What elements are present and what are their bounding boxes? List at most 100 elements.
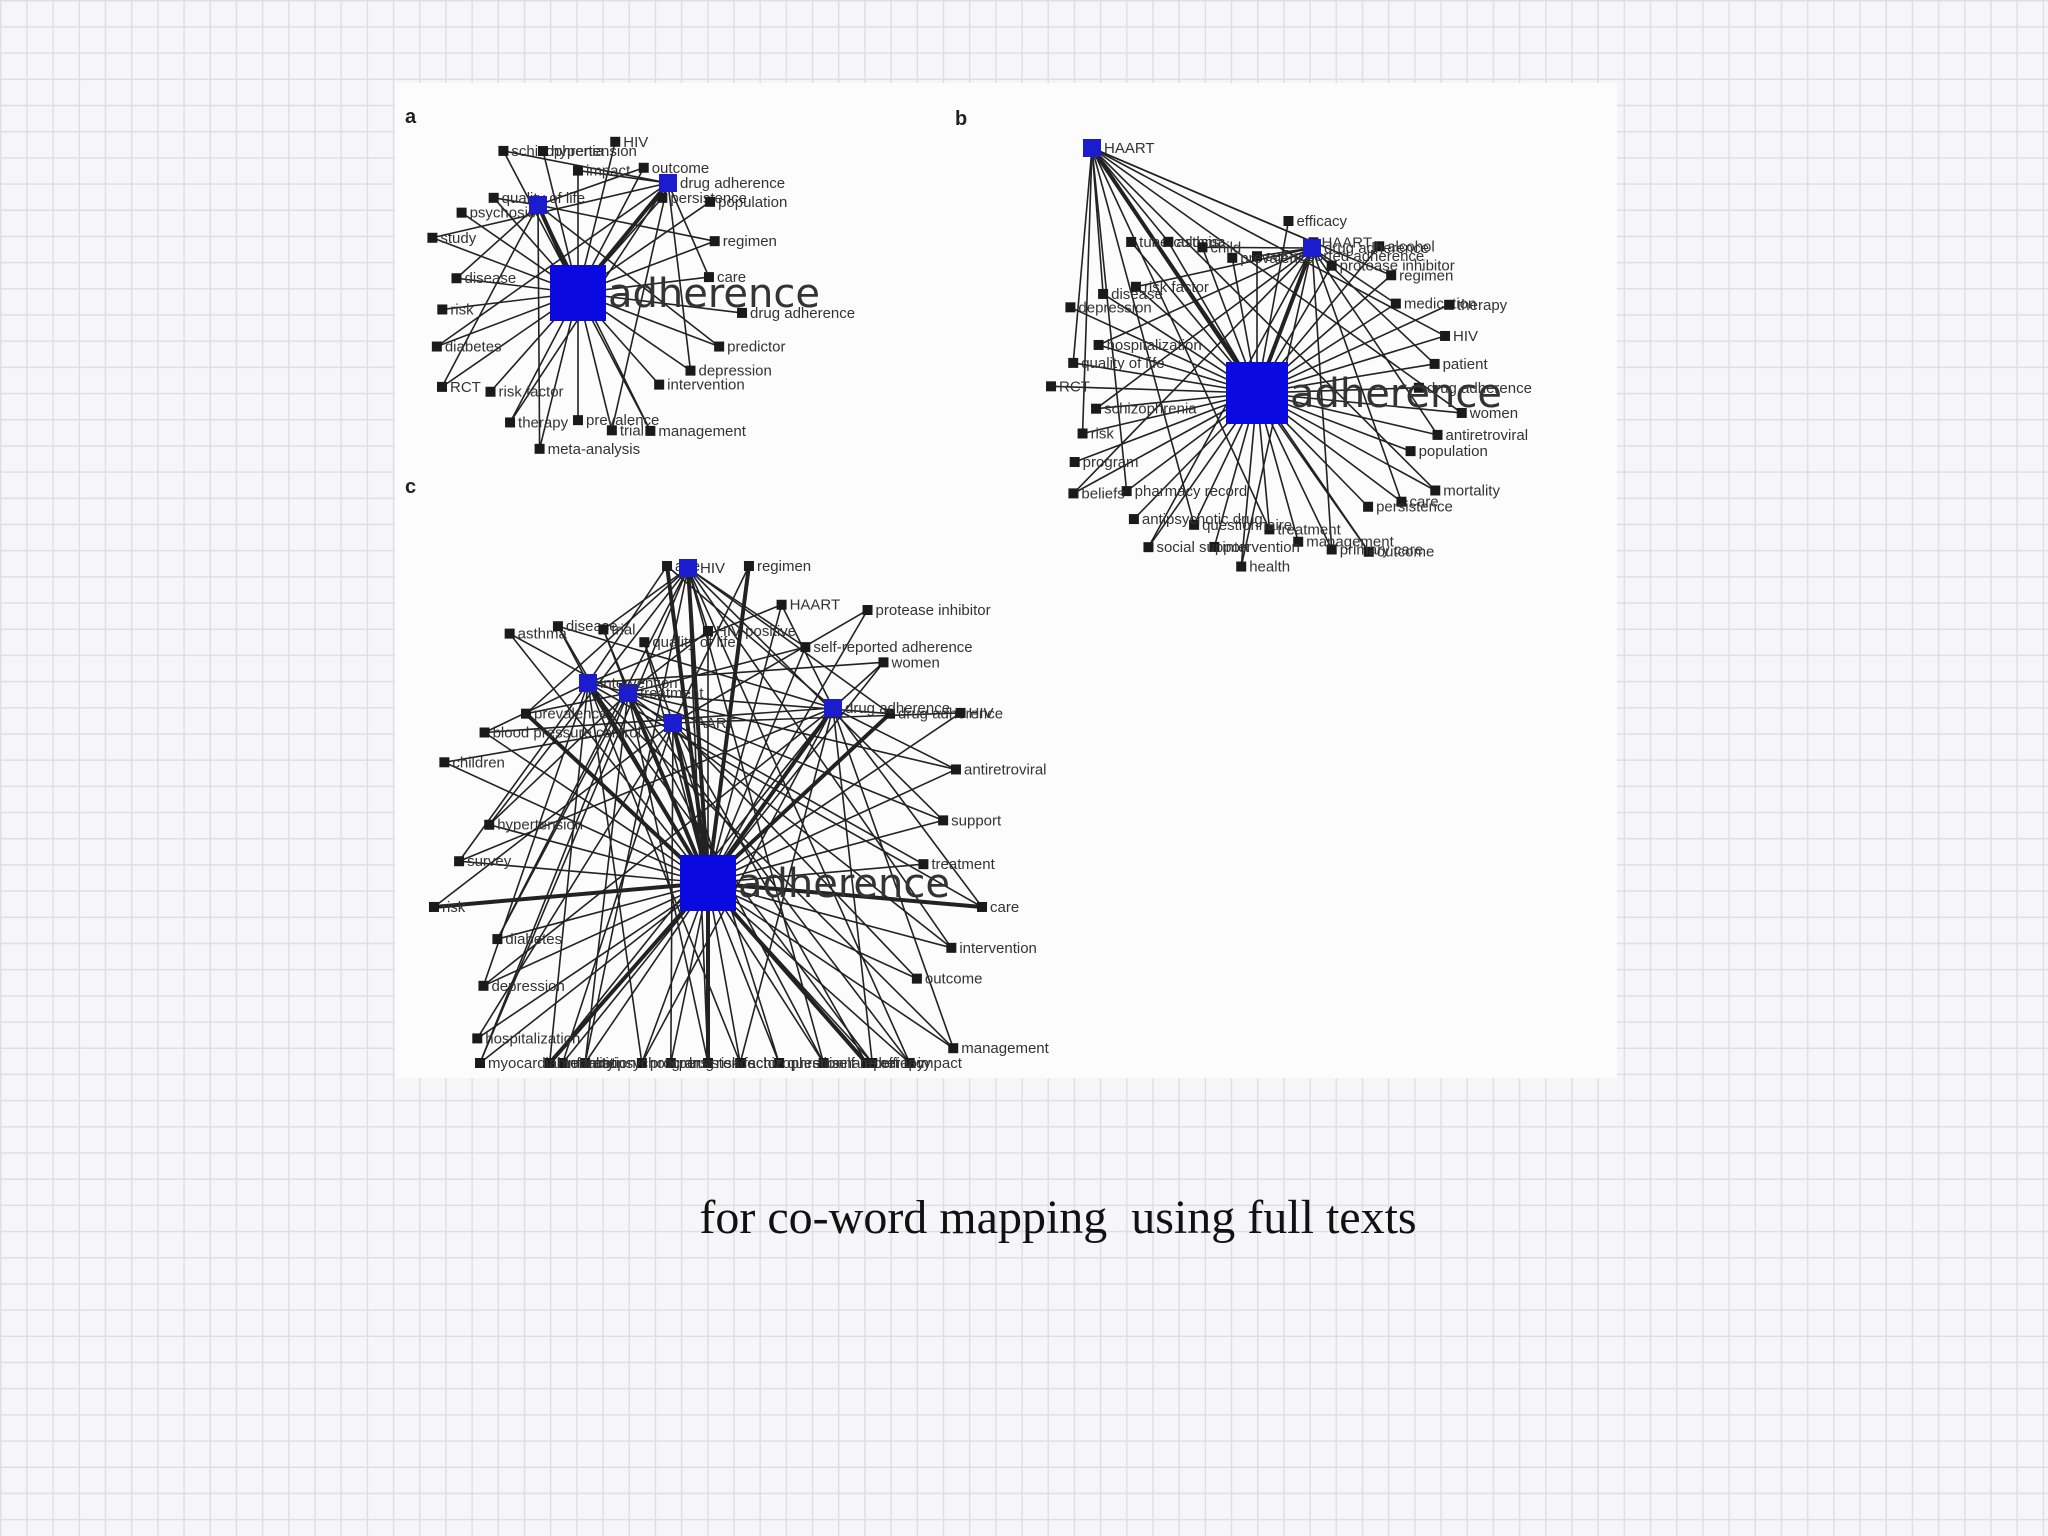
term-node [1077, 428, 1088, 439]
term-label: persistence [679, 1055, 756, 1072]
term-label: blood pressure control [493, 725, 641, 742]
term-label: risk [1091, 425, 1115, 442]
term-label: myocardial infarction [488, 1055, 626, 1072]
term-label: disease [1111, 286, 1163, 303]
term-node [1098, 288, 1109, 299]
edge [587, 682, 954, 1049]
edge [587, 603, 782, 684]
term-label: beliefs [1081, 485, 1124, 502]
term-node [431, 341, 442, 352]
hub-label: drug adherence [845, 700, 950, 717]
edge [496, 692, 629, 940]
edge [667, 182, 692, 371]
term-node [538, 146, 549, 157]
term-node [1374, 241, 1385, 252]
term-label: self-reported adherence [813, 639, 972, 656]
hub-node [659, 174, 677, 192]
edge [707, 882, 952, 949]
term-label: protease inhibitor [876, 602, 991, 619]
term-node [946, 942, 957, 953]
term-node [1264, 524, 1275, 535]
term-node [428, 901, 439, 912]
edge [706, 565, 751, 884]
edge [707, 882, 873, 1064]
term-node [534, 443, 545, 454]
edge [707, 882, 911, 1064]
term-label: drug adherence [898, 706, 1003, 723]
edge [1091, 147, 1370, 553]
edge [672, 609, 868, 724]
network-panel-b: self-reported adherenceefficacyHAARTprot… [955, 108, 1532, 576]
edge [484, 682, 589, 734]
term-node [472, 1033, 483, 1044]
term-node [636, 1058, 647, 1068]
edge [587, 565, 668, 684]
edge [537, 204, 541, 449]
term-label: intervention [1222, 539, 1300, 556]
edge [537, 204, 720, 348]
edge [687, 567, 911, 1064]
term-node [1432, 429, 1443, 440]
main-node-label: adherence [1290, 371, 1502, 417]
term-label: schizophrenia [748, 1055, 841, 1072]
edge [707, 882, 741, 1064]
term-node [573, 165, 583, 176]
term-node [427, 232, 438, 243]
term-label: women [1469, 405, 1518, 422]
term-node [948, 1043, 959, 1054]
edge [1311, 247, 1403, 502]
term-node [573, 415, 583, 426]
hub-node [579, 674, 597, 692]
term-label: regimen [723, 233, 777, 250]
term-node [1293, 536, 1304, 547]
term-label: outcome [1377, 544, 1435, 561]
network-panel-a: impactHIVoutcomepersistencepopulationreg… [405, 106, 855, 458]
term-label: therapy [518, 414, 569, 431]
term-node [977, 901, 988, 912]
edge [1072, 147, 1093, 363]
edge [537, 167, 644, 206]
edge [780, 604, 834, 709]
edge [641, 882, 709, 1064]
term-node [1068, 357, 1079, 368]
term-node [709, 236, 720, 247]
edge [1091, 147, 1436, 492]
edge [557, 625, 589, 684]
edge [441, 204, 539, 388]
term-label: population [1419, 443, 1488, 460]
hub-node [529, 196, 547, 214]
term-label: HAART [1321, 234, 1372, 251]
edge [1256, 335, 1446, 394]
term-label: HIV [623, 134, 648, 151]
edge [1091, 147, 1392, 277]
edge [1311, 247, 1333, 550]
term-label: hypertension [551, 143, 637, 160]
term-node [1444, 299, 1455, 310]
edge [1095, 247, 1313, 410]
term-label: children [452, 754, 505, 771]
term-label: antipsychotic drug [593, 1055, 714, 1072]
term-label: hospitalization [1107, 337, 1202, 354]
term-node [484, 819, 495, 830]
edge [739, 707, 834, 1064]
term-node [1197, 242, 1208, 253]
term-node [1283, 215, 1294, 226]
edge [458, 682, 589, 862]
term-node [1126, 236, 1137, 247]
term-label: social support [1156, 539, 1249, 556]
term-label: questionnaire [1202, 517, 1292, 534]
term-node [1326, 544, 1337, 555]
edge [1098, 247, 1313, 346]
term-node [552, 621, 563, 632]
term-node [451, 273, 462, 284]
term-label: child [1210, 239, 1241, 256]
edge [672, 722, 918, 980]
term-node [639, 637, 650, 648]
edge [832, 707, 955, 1049]
edge [458, 707, 834, 862]
edge [832, 707, 957, 771]
main-node-label: adherence [738, 861, 950, 907]
term-label: therapy [1457, 297, 1508, 314]
term-node [475, 1058, 486, 1068]
